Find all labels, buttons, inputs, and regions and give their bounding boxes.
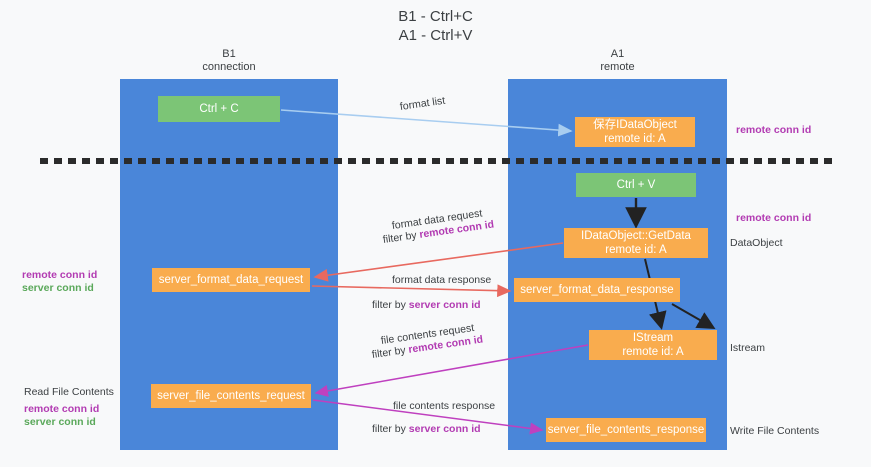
filter-prefix: filter by [372,423,409,435]
filter-prefix: filter by [371,343,410,361]
annotation-dataobject: DataObject [730,237,783,249]
edge-label-format-data-response-filter: filter by server conn id [372,298,481,312]
annotation-write-file-contents: Write File Contents [730,425,820,437]
annotation-left-remote-conn-id-2: remote conn id [24,403,100,415]
node-ctrl-v[interactable]: Ctrl + V [576,173,696,197]
section-divider [40,158,835,164]
filter-prefix: filter by [372,299,409,311]
annotation-remote-conn-id-mid: remote conn id [736,212,812,224]
node-server-format-data-request[interactable]: server_format_data_request [152,268,310,292]
annotation-left-remote-conn-id: remote conn id [22,269,98,281]
node-server-file-contents-request[interactable]: server_file_contents_request [151,384,311,408]
column-header-b1: B1 connection [202,48,256,73]
filter-key-server-conn-id: server conn id [408,299,481,311]
annotation-read-file-contents: Read File Contents [24,386,114,398]
annotation-remote-conn-id-top: remote conn id [736,124,812,136]
node-idataobject-getdata[interactable]: IDataObject::GetData remote id: A [564,228,708,258]
node-istream[interactable]: IStream remote id: A [589,330,717,360]
node-save-idataobject[interactable]: 保存IDataObject remote id: A [575,117,695,147]
edge-label-format-data-response: format data response [392,274,492,286]
node-server-format-data-response[interactable]: server_format_data_response [514,278,680,302]
diagram-title: B1 - Ctrl+C A1 - Ctrl+V [398,8,473,44]
filter-key-server-conn-id: server conn id [408,423,481,435]
edge-label-format-list: format list [399,94,446,113]
edge-label-file-contents-response: file contents response [393,400,496,412]
annotation-left-server-conn-id-2: server conn id [24,416,96,428]
node-ctrl-c[interactable]: Ctrl + C [158,96,280,122]
node-server-file-contents-response[interactable]: server_file_contents_response [546,418,706,442]
edge-label-file-contents-response-filter: filter by server conn id [372,422,481,436]
column-header-a1: A1 remote [600,48,635,73]
annotation-left-server-conn-id: server conn id [22,282,94,294]
annotation-istream: Istream [730,342,766,354]
filter-prefix: filter by [382,228,421,246]
